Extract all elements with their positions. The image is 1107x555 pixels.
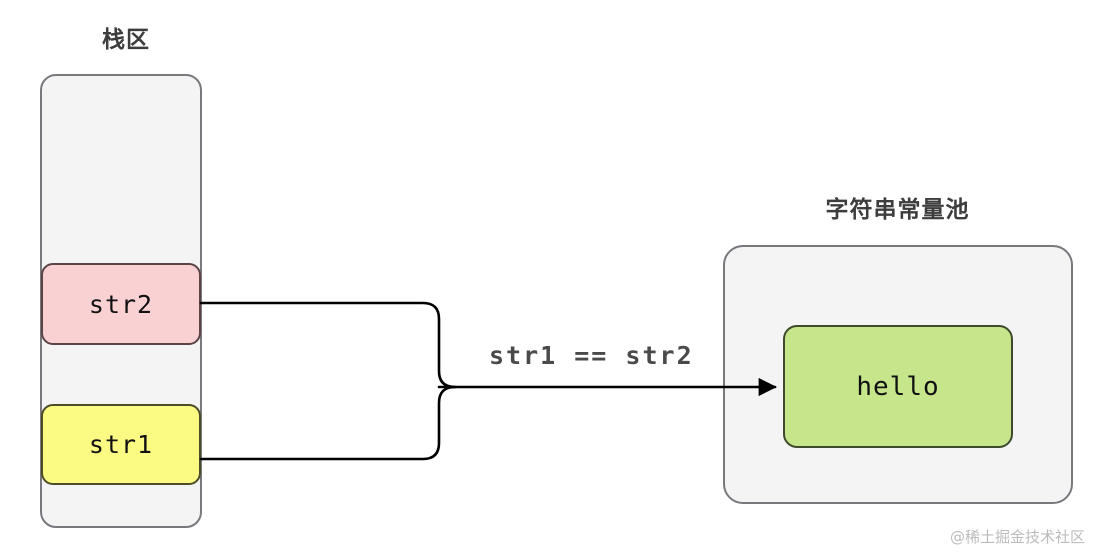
edge-label-str1-eq-str2: str1 == str2 [489,341,694,370]
watermark: @稀土掘金技术社区 [949,528,1085,546]
pool-section-title: 字符串常量池 [825,197,970,223]
stack-section-title: 栈区 [102,27,150,53]
stack-slot-str1[interactable]: str1 [41,404,201,485]
stack-slot-str2[interactable]: str2 [41,263,201,345]
pool-entry-hello[interactable]: hello [783,325,1013,448]
